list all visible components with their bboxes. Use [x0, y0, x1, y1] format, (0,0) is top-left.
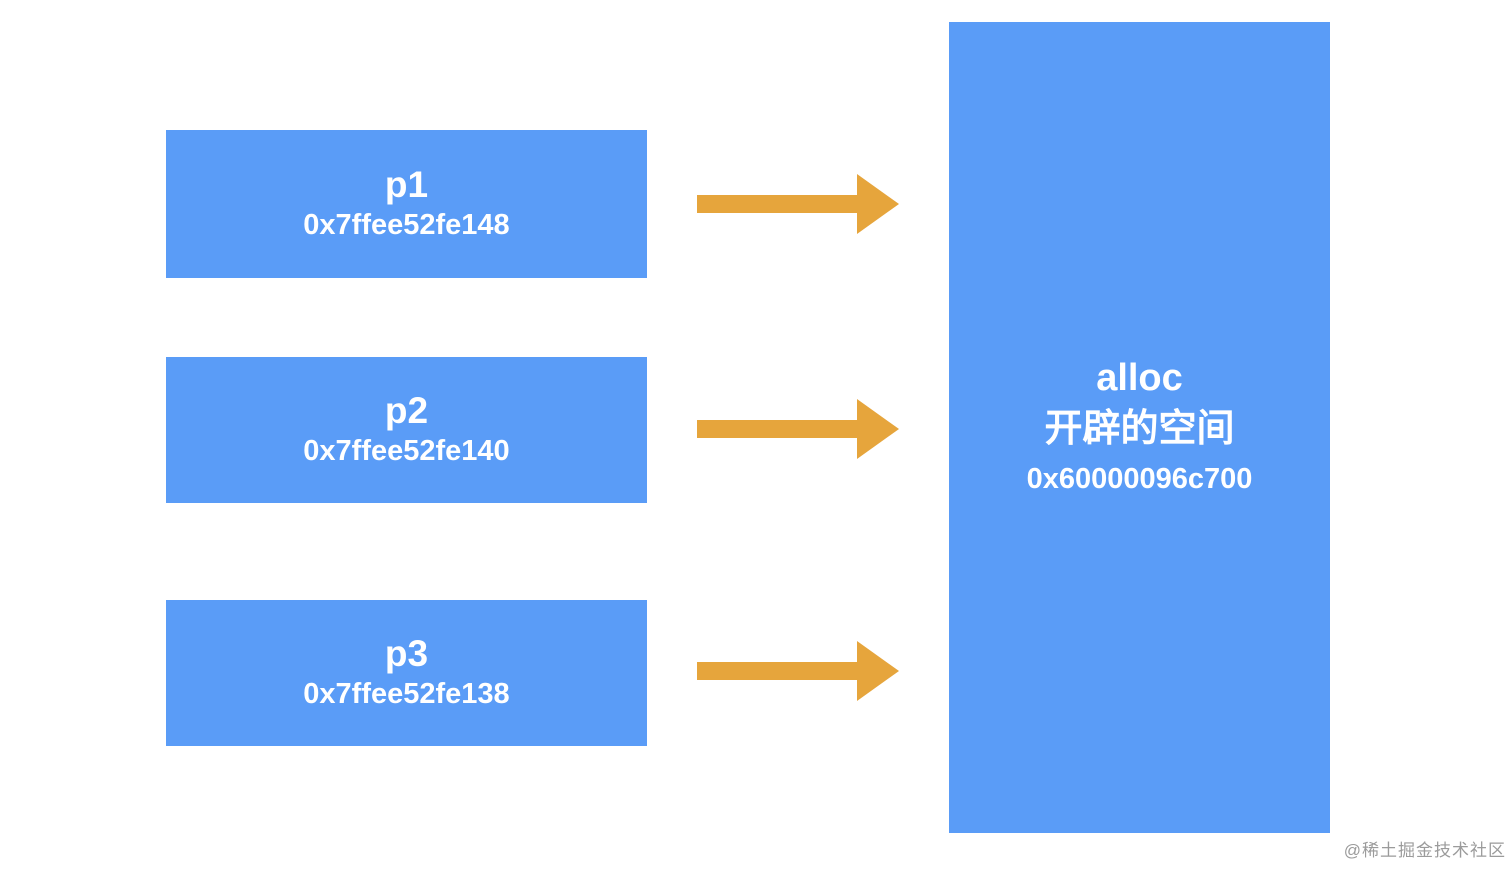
arrow-shaft: [697, 420, 859, 438]
alloc-memory-box: alloc 开辟的空间 0x60000096c700: [949, 22, 1330, 833]
alloc-title: alloc: [1096, 357, 1183, 399]
pointer-box-p2: p2 0x7ffee52fe140: [166, 357, 647, 503]
pointer-address: 0x7ffee52fe138: [303, 678, 510, 711]
arrow-right-icon-p2-to-alloc: [697, 399, 899, 459]
arrow-head: [857, 174, 899, 234]
pointer-name: p3: [384, 632, 429, 674]
pointer-box-p3: p3 0x7ffee52fe138: [166, 600, 647, 746]
alloc-address: 0x60000096c700: [1026, 462, 1253, 495]
arrow-right-icon-p3-to-alloc: [697, 641, 899, 701]
pointer-address: 0x7ffee52fe148: [303, 209, 510, 242]
pointer-address: 0x7ffee52fe140: [303, 435, 510, 468]
arrow-shaft: [697, 662, 859, 680]
pointer-name: p1: [384, 163, 429, 205]
alloc-subtitle: 开辟的空间: [1044, 408, 1235, 451]
watermark: @稀土掘金技术社区: [1343, 841, 1506, 860]
pointer-box-p1: p1 0x7ffee52fe148: [166, 130, 647, 278]
pointer-name: p2: [384, 389, 429, 431]
arrow-right-icon-p1-to-alloc: [697, 174, 899, 234]
arrow-head: [857, 641, 899, 701]
arrow-shaft: [697, 195, 859, 213]
arrow-head: [857, 399, 899, 459]
